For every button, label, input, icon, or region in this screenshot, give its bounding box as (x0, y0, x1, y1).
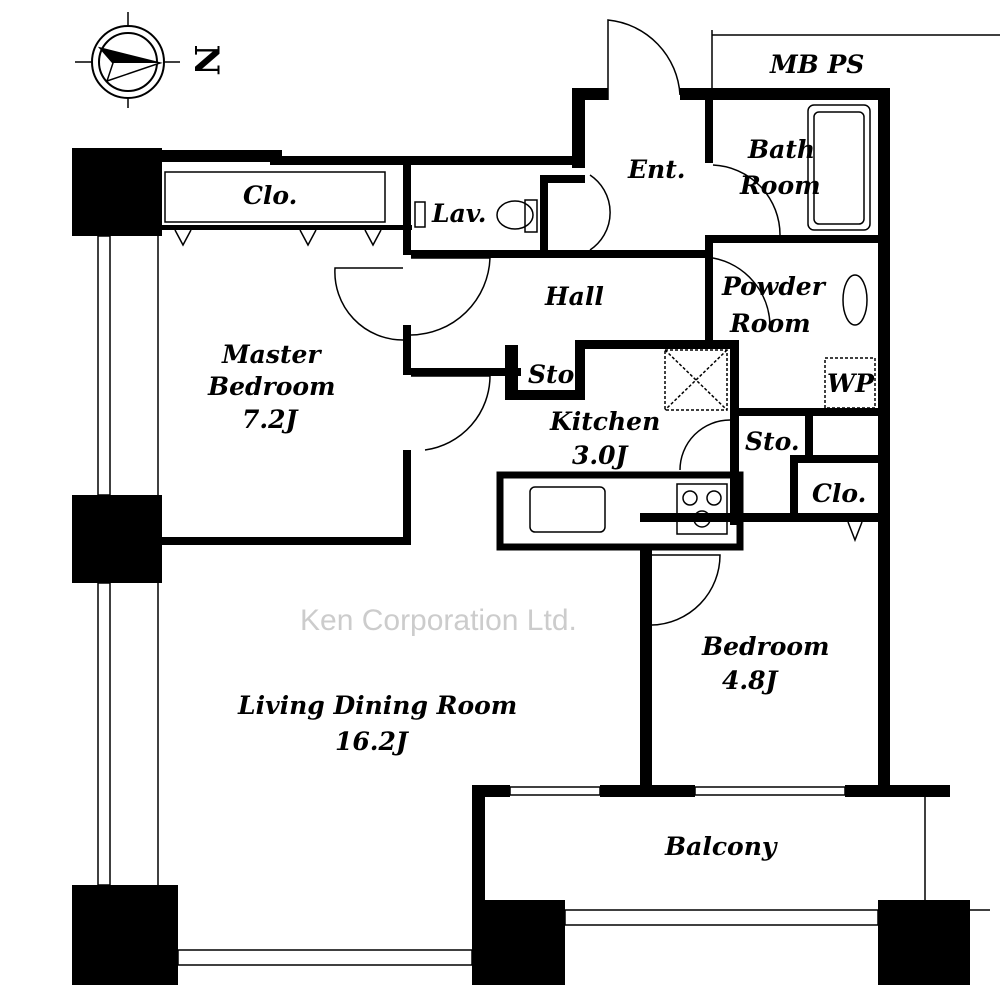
bath-room-label-line1: Bath (747, 135, 815, 164)
master-bedroom-size: 7.2J (242, 405, 299, 434)
bath-room-label-line2: Room (739, 171, 821, 200)
entrance-label: Ent. (627, 155, 685, 184)
walls (72, 88, 970, 985)
north-label: N (186, 44, 226, 75)
master-closet-label: Clo. (243, 181, 297, 210)
kitchen-size: 3.0J (572, 441, 629, 470)
compass-icon (75, 12, 180, 108)
hall-storage-label: Sto. (528, 360, 583, 389)
powder-room-label-line1: Powder (721, 272, 827, 301)
bedroom-size: 4.8J (722, 666, 779, 695)
room-labels: MB PS Bath Room Ent. Clo. Lav. Hall Powd… (207, 50, 875, 861)
balcony-label: Balcony (664, 832, 778, 861)
bedroom-closet-label: Clo. (812, 479, 866, 508)
living-dining-room-size: 16.2J (335, 727, 410, 756)
wp-label: WP (827, 369, 875, 398)
windows-and-details (97, 19, 1000, 966)
watermark: Ken Corporation Ltd. (300, 604, 577, 637)
master-bedroom-label-line1: Master (221, 340, 322, 369)
mb-ps-label: MB PS (769, 50, 864, 79)
powder-room-label-line2: Room (729, 309, 811, 338)
living-dining-room-label: Living Dining Room (237, 691, 517, 720)
kitchen-label: Kitchen (549, 407, 660, 436)
hall-label: Hall (544, 282, 604, 311)
bedroom-label: Bedroom (701, 632, 830, 661)
lavatory-label: Lav. (431, 199, 487, 228)
kitchen-storage-label: Sto. (745, 427, 800, 456)
master-bedroom-label-line2: Bedroom (207, 372, 336, 401)
